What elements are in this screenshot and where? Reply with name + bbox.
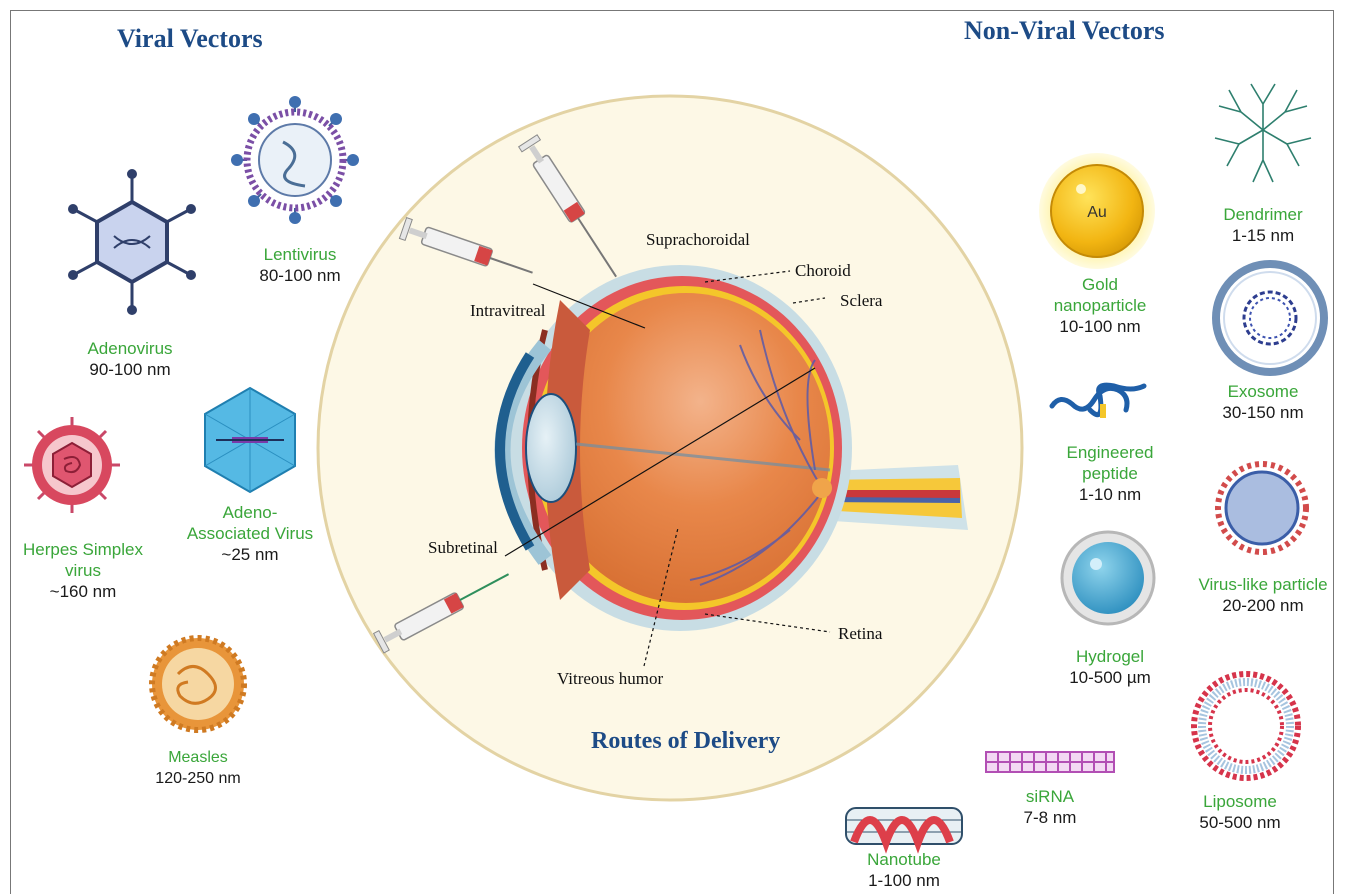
adenovirus-icon xyxy=(68,169,196,315)
heading-non-viral-vectors: Non-Viral Vectors xyxy=(964,16,1165,46)
label-measles: Measles 120-250 nm xyxy=(128,747,268,789)
measles-size: 120-250 nm xyxy=(128,768,268,789)
nanotube-size: 1-100 nm xyxy=(844,870,964,891)
label-aav: Adeno- Associated Virus ~25 nm xyxy=(170,502,330,565)
peptide-name: Engineered peptide xyxy=(1040,442,1180,484)
lentivirus-size: 80-100 nm xyxy=(230,265,370,286)
dendrimer-name: Dendrimer xyxy=(1223,205,1302,224)
hsv-name: Herpes Simplex virus xyxy=(8,539,158,581)
vlp-size: 20-200 nm xyxy=(1183,595,1343,616)
dendrimer-icon xyxy=(1215,84,1311,182)
dendrimer-size: 1-15 nm xyxy=(1198,225,1328,246)
nanotube-name: Nanotube xyxy=(867,850,941,869)
lentivirus-name: Lentivirus xyxy=(264,245,337,264)
label-hydrogel: Hydrogel 10-500 µm xyxy=(1040,646,1180,688)
label-suprachoroidal: Suprachoroidal xyxy=(646,230,750,250)
label-retina: Retina xyxy=(838,624,882,644)
gold-symbol: Au xyxy=(1087,204,1107,221)
label-sirna: siRNA 7-8 nm xyxy=(990,786,1110,828)
aav-size: ~25 nm xyxy=(170,544,330,565)
sirna-size: 7-8 nm xyxy=(990,807,1110,828)
label-engineered-peptide: Engineered peptide 1-10 nm xyxy=(1040,442,1180,505)
lentivirus-icon xyxy=(231,96,359,224)
label-hsv: Herpes Simplex virus ~160 nm xyxy=(8,539,158,602)
sirna-icon xyxy=(986,752,1114,772)
adenovirus-name: Adenovirus xyxy=(87,339,172,358)
measles-icon xyxy=(152,638,244,730)
gold-name: Gold nanoparticle xyxy=(1030,274,1170,316)
herpes-simplex-virus-icon xyxy=(24,417,120,513)
liposome-size: 50-500 nm xyxy=(1170,812,1310,833)
label-subretinal: Subretinal xyxy=(428,538,498,558)
adenovirus-size: 90-100 nm xyxy=(60,359,200,380)
label-gold-nanoparticle: Gold nanoparticle 10-100 nm xyxy=(1030,274,1170,337)
label-choroid: Choroid xyxy=(795,261,851,281)
hydrogel-name: Hydrogel xyxy=(1076,647,1144,666)
label-vitreous-humor: Vitreous humor xyxy=(557,669,663,689)
hsv-size: ~160 nm xyxy=(8,581,158,602)
label-lentivirus: Lentivirus 80-100 nm xyxy=(230,244,370,286)
engineered-peptide-icon xyxy=(1052,385,1144,418)
peptide-size: 1-10 nm xyxy=(1040,484,1180,505)
label-nanotube: Nanotube 1-100 nm xyxy=(844,849,964,891)
exosome-name: Exosome xyxy=(1228,382,1299,401)
adeno-associated-virus-icon xyxy=(205,388,295,492)
label-sclera: Sclera xyxy=(840,291,882,311)
label-virus-like-particle: Virus-like particle 20-200 nm xyxy=(1183,574,1343,616)
aav-name: Adeno- Associated Virus xyxy=(170,502,330,544)
gold-nanoparticle-icon: Au xyxy=(1039,153,1155,269)
label-dendrimer: Dendrimer 1-15 nm xyxy=(1198,204,1328,246)
liposome-name: Liposome xyxy=(1203,792,1277,811)
label-adenovirus: Adenovirus 90-100 nm xyxy=(60,338,200,380)
label-liposome: Liposome 50-500 nm xyxy=(1170,791,1310,833)
measles-name: Measles xyxy=(168,749,228,766)
vlp-name: Virus-like particle xyxy=(1198,575,1327,594)
heading-viral-vectors: Viral Vectors xyxy=(117,24,263,54)
liposome-icon xyxy=(1194,674,1298,778)
label-intravitreal: Intravitreal xyxy=(470,301,546,321)
hydrogel-icon xyxy=(1062,532,1154,624)
exosome-icon xyxy=(1216,264,1324,372)
exosome-size: 30-150 nm xyxy=(1198,402,1328,423)
nanotube-icon xyxy=(846,808,962,844)
hydrogel-size: 10-500 µm xyxy=(1040,667,1180,688)
sirna-name: siRNA xyxy=(1026,787,1074,806)
label-exosome: Exosome 30-150 nm xyxy=(1198,381,1328,423)
gold-size: 10-100 nm xyxy=(1030,316,1170,337)
virus-like-particle-icon xyxy=(1218,464,1306,552)
heading-routes-of-delivery: Routes of Delivery xyxy=(591,728,780,755)
